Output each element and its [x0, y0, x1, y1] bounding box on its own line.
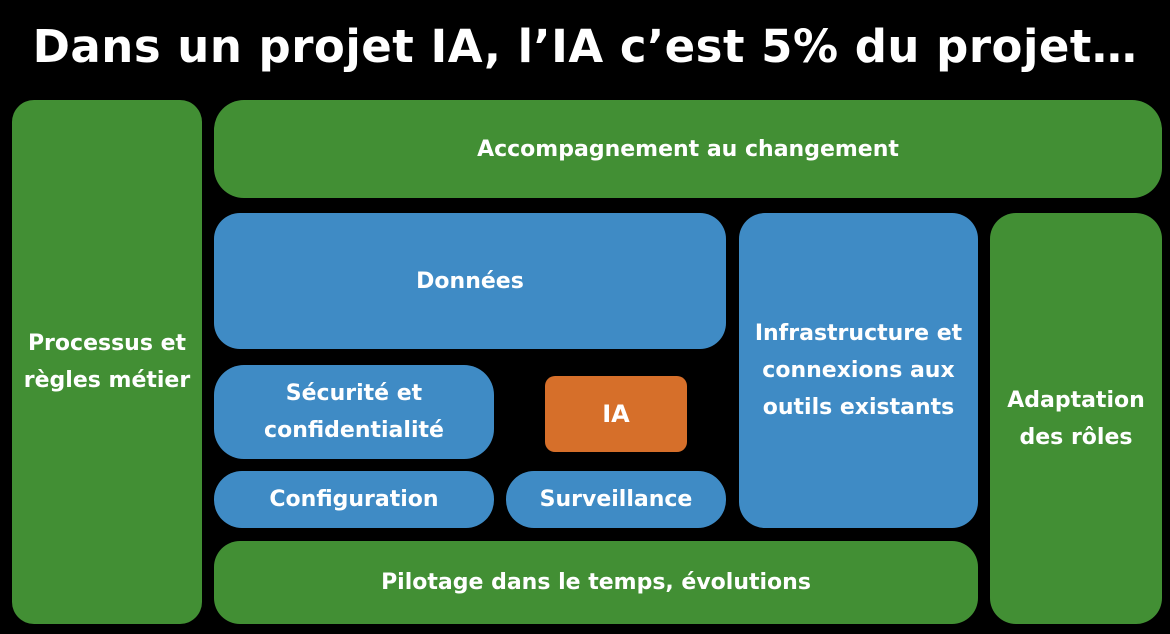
- block-accompagnement-changement: Accompagnement au changement: [214, 100, 1162, 198]
- block-label: Configuration: [269, 487, 439, 512]
- block-label: IA: [602, 399, 630, 428]
- block-label-line: règles métier: [23, 368, 191, 393]
- block-label-line: Processus et: [27, 331, 187, 356]
- block-surveillance: Surveillance: [506, 471, 726, 528]
- block-pilotage-evolutions: Pilotage dans le temps, évolutions: [214, 541, 978, 624]
- block-securite-confidentialite: Sécurité et confidentialité: [214, 365, 494, 459]
- block-label: Données: [416, 268, 524, 294]
- block-label-line: outils existants: [762, 395, 955, 420]
- block-label-line: confidentialité: [264, 418, 444, 443]
- block-label-line: connexions aux: [762, 358, 955, 383]
- block-label: Pilotage dans le temps, évolutions: [381, 570, 811, 595]
- block-ia: IA: [545, 376, 687, 452]
- block-processus-regles-metier: Processus et règles métier: [12, 100, 202, 624]
- block-label-line: Sécurité et: [285, 381, 423, 406]
- block-label-line: Infrastructure et: [754, 321, 963, 346]
- block-configuration: Configuration: [214, 471, 494, 528]
- block-label: Surveillance: [539, 487, 693, 512]
- block-infrastructure-connexions: Infrastructure et connexions aux outils …: [739, 213, 978, 528]
- block-label-line: Adaptation: [1007, 387, 1145, 413]
- block-donnees: Données: [214, 213, 726, 349]
- page-title: Dans un projet IA, l’IA c’est 5% du proj…: [32, 20, 1138, 73]
- block-adaptation-roles: Adaptation des rôles: [990, 213, 1162, 624]
- block-label-line: des rôles: [1019, 424, 1133, 450]
- block-label: Accompagnement au changement: [477, 136, 899, 162]
